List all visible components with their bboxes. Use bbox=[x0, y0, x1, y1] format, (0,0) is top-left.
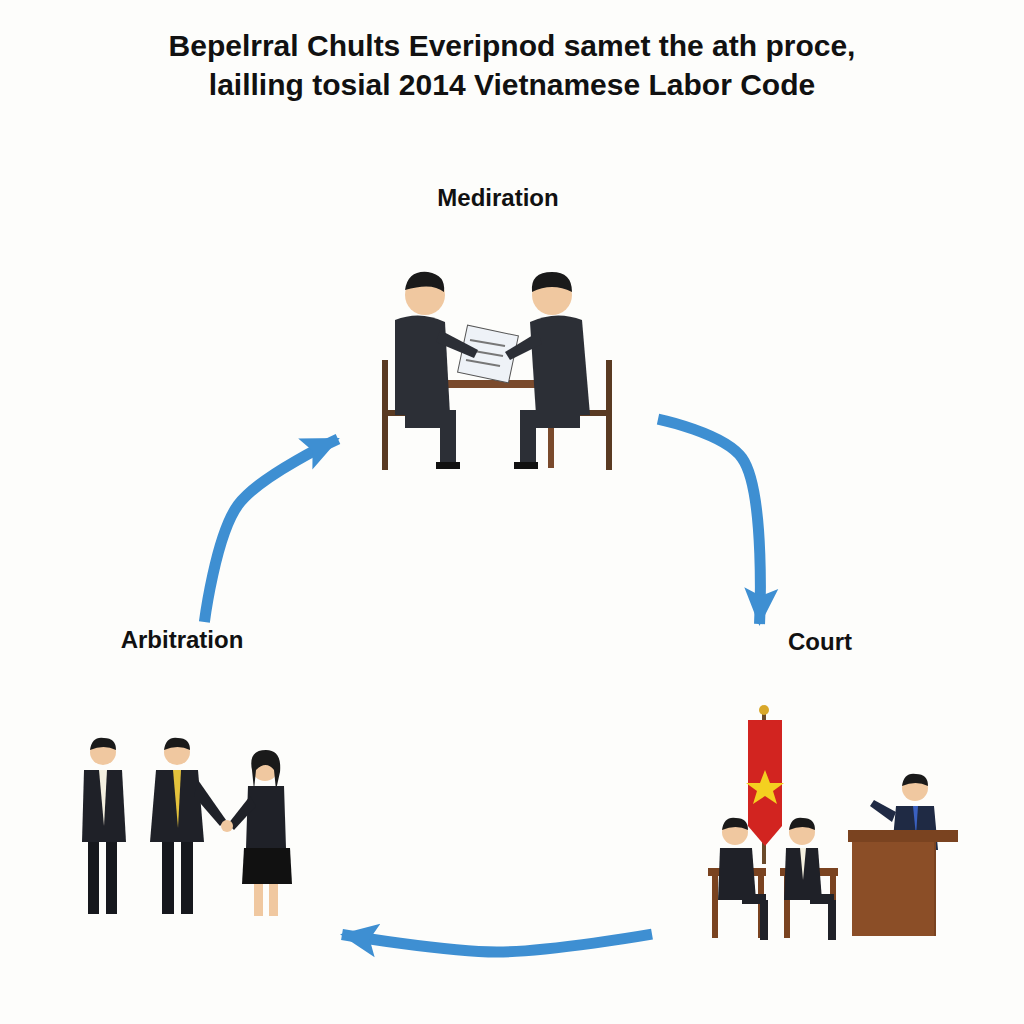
circle-outline bbox=[652, 624, 988, 954]
circle-outline bbox=[22, 622, 342, 958]
stage-circle: Mediration bbox=[338, 180, 658, 512]
flow-arrow bbox=[658, 419, 760, 624]
stage-label: Court bbox=[652, 628, 988, 656]
court-scene bbox=[708, 705, 958, 940]
circle-fill bbox=[655, 680, 985, 950]
stage-label: Mediration bbox=[338, 184, 658, 212]
diagram-title: Bepelrral Chults Everipnod samet the ath… bbox=[132, 26, 892, 104]
flow-arrow bbox=[204, 439, 338, 622]
flow-arrow bbox=[342, 934, 652, 952]
circle-fill bbox=[22, 685, 338, 945]
stage-label: Arbitration bbox=[22, 626, 342, 654]
stage-circle: Court bbox=[652, 624, 988, 954]
circle-outline bbox=[338, 180, 658, 512]
arbitration-scene bbox=[82, 738, 292, 916]
circle-fill bbox=[340, 240, 656, 510]
stage-circle: Arbitration bbox=[22, 622, 342, 958]
mediation-scene bbox=[382, 272, 612, 470]
